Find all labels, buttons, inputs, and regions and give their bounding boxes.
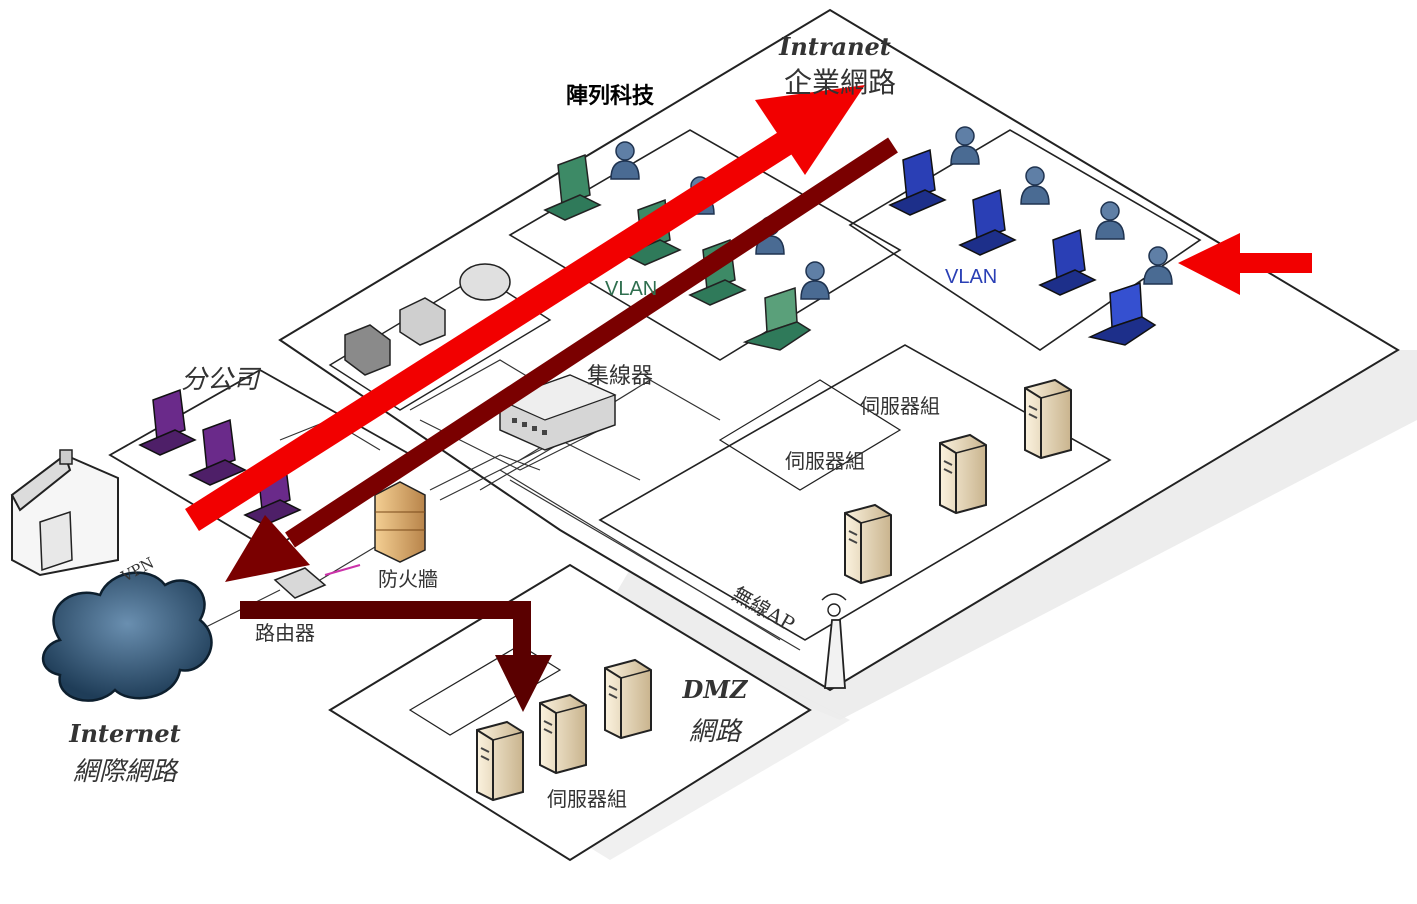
department-label: 陣列科技 <box>566 84 655 109</box>
dmz-label-en: DMZ <box>682 675 749 704</box>
server-icon <box>844 504 892 584</box>
server-icon <box>939 434 987 514</box>
dark-arrow-dmz <box>240 601 552 712</box>
firewall-label: 防火牆 <box>378 567 438 591</box>
hub-label: 集線器 <box>587 364 653 389</box>
dark-arrow-inbound <box>225 137 898 582</box>
dmz-label-zh: 網路 <box>689 717 743 747</box>
vlan-left-label: VLAN <box>605 278 657 300</box>
pc-icon <box>1038 228 1097 296</box>
firewall-icon <box>374 481 426 563</box>
dmz-subplane <box>408 644 562 736</box>
intranet-label-zh: 企業網路 <box>784 66 896 99</box>
server-icon <box>476 721 524 801</box>
pc-icon <box>138 388 197 456</box>
pc-icon <box>888 148 947 216</box>
server-group-dmz-label: 伺服器組 <box>547 787 627 811</box>
internet-cloud-icon <box>41 571 213 702</box>
server-group-2-label: 伺服器組 <box>785 449 865 473</box>
vlan-right-label: VLAN <box>945 266 997 288</box>
printer-icon <box>344 324 391 376</box>
branch-label: 分公司 <box>181 365 262 395</box>
wireless-ap-icon <box>821 593 847 689</box>
router-icon <box>273 564 361 599</box>
pc-icon <box>543 153 602 221</box>
router-label: 路由器 <box>255 621 315 645</box>
house-icon <box>10 449 119 577</box>
server-group-1-label: 伺服器組 <box>860 394 940 418</box>
server-icon <box>1024 379 1072 459</box>
pc-icon <box>958 188 1017 256</box>
intranet-label-en: Intranet <box>778 32 891 61</box>
red-arrow-outbound <box>185 85 865 531</box>
server-icon <box>604 659 652 739</box>
pc-icon <box>188 418 247 486</box>
internet-label-en: Internet <box>68 719 180 748</box>
server-subzone <box>718 379 902 491</box>
laptop-icon <box>742 286 812 351</box>
server-icon <box>539 694 587 774</box>
scanner-icon <box>459 263 511 301</box>
internet-label-zh: 網際網路 <box>73 757 179 787</box>
laptop-icon <box>1087 281 1157 346</box>
fax-icon <box>399 297 446 346</box>
server-zone-plane <box>598 344 1112 641</box>
red-arrow-pointer <box>1178 233 1312 295</box>
